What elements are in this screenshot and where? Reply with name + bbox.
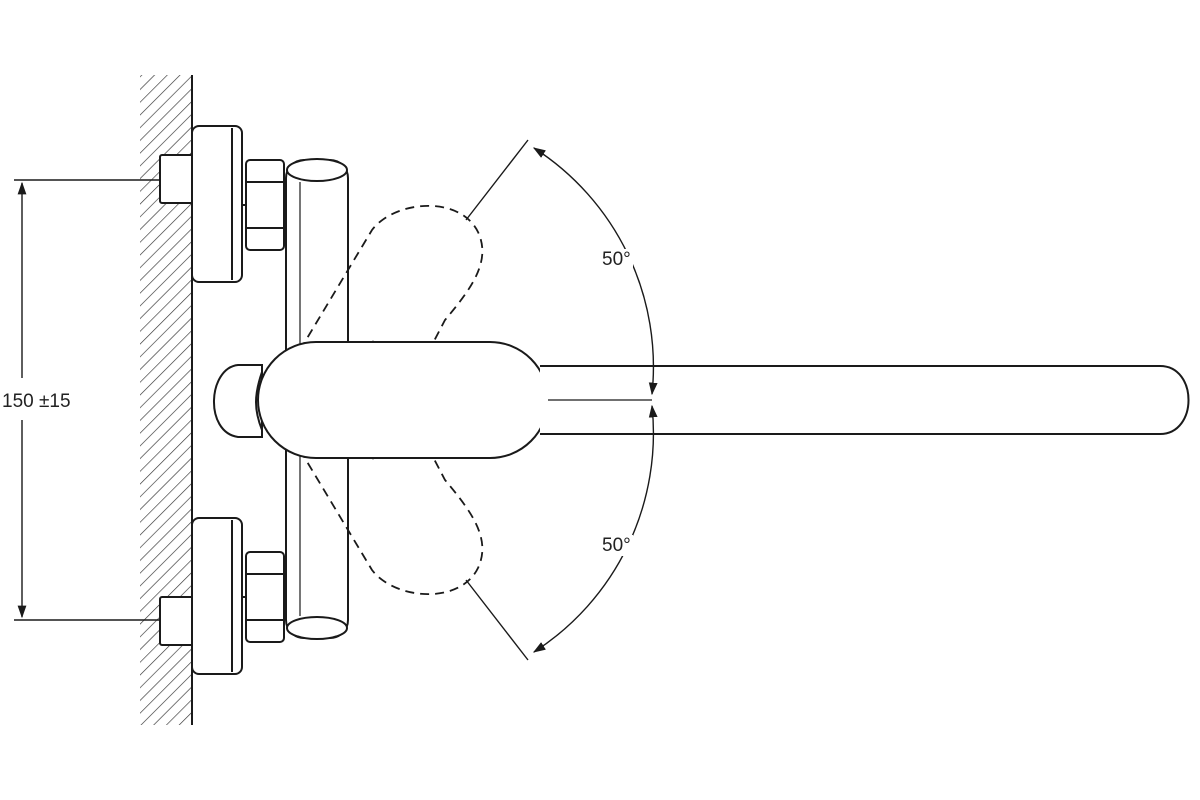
spout: [540, 365, 1190, 435]
lower-eccentric-connector: [159, 517, 285, 675]
mixer-handle: [213, 341, 549, 459]
mount-spacing-dimension: [14, 179, 160, 621]
upper-angle-label: 50°: [600, 249, 633, 270]
mixer-body: [285, 158, 349, 640]
mount-spacing-label: 150 ±15: [2, 390, 71, 413]
lower-angle-label: 50°: [600, 535, 633, 556]
handle-swing-positions: [299, 205, 484, 595]
upper-eccentric-connector: [159, 125, 285, 283]
